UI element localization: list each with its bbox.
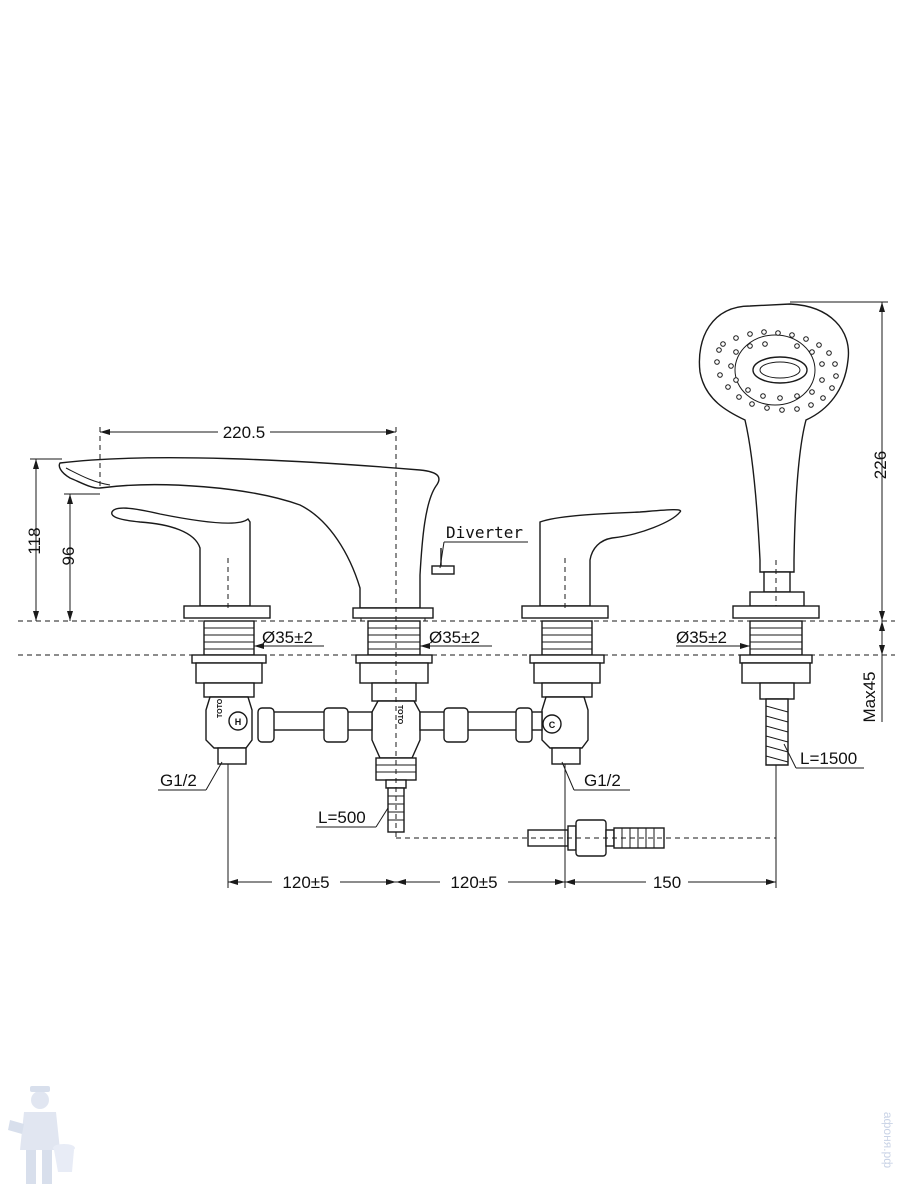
dim-height-96: 96: [59, 493, 100, 621]
hot-handle: [111, 507, 271, 619]
dim-96: 96: [59, 547, 78, 566]
hand-shower: [698, 303, 850, 619]
dim-max45: Max45: [860, 671, 879, 722]
callouts: Diverter G1/2 G1/2 L=500 L=1500: [158, 523, 864, 828]
hole-left: Ø35±2: [262, 628, 313, 647]
thread-left-label: G1/2: [160, 771, 197, 790]
center-diverter-body: TOTO: [355, 620, 433, 833]
cold-mark: C: [549, 720, 556, 730]
hole-callouts: Ø35±2 Ø35±2 Ø35±2: [254, 628, 750, 649]
mascot-logo: [8, 1086, 75, 1184]
connecting-pipes: [257, 707, 543, 743]
dim-150: 150: [653, 873, 681, 892]
dim-spout-reach: 220.5: [99, 421, 397, 838]
dim-max45: Max45: [860, 621, 885, 723]
hot-valve-body: TOTO H: [191, 620, 267, 765]
dim-spacing-row: 120±5 120±5 150: [228, 872, 776, 892]
cold-handle: [521, 509, 682, 619]
dim-220-5: 220.5: [223, 423, 266, 442]
hole-right: Ø35±2: [676, 628, 727, 647]
diverter-knob: [431, 548, 455, 575]
hot-mark: H: [235, 717, 242, 727]
cold-valve-body: C: [529, 620, 605, 765]
thread-right-label: G1/2: [584, 771, 621, 790]
spray-nozzles: [714, 329, 839, 413]
bath-spout: [58, 457, 440, 621]
hose-500-label: L=500: [318, 808, 366, 827]
dim-120-left: 120±5: [282, 873, 329, 892]
handshower-mount: [739, 620, 813, 766]
brand-stamp-center: TOTO: [396, 705, 403, 725]
dim-height-118: 118: [25, 458, 62, 621]
dim-226: 226: [871, 451, 890, 479]
dim-118: 118: [25, 527, 44, 554]
hose-1500-label: L=1500: [800, 749, 857, 768]
hole-center: Ø35±2: [429, 628, 480, 647]
dim-handshower-226: 226: [790, 301, 890, 621]
brand-stamp-hot: TOTO: [217, 698, 224, 718]
watermark-site: афоня.рф: [881, 1112, 895, 1168]
diverter-label: Diverter: [446, 523, 523, 542]
dim-120-mid: 120±5: [450, 873, 497, 892]
center-lines: [227, 558, 777, 888]
